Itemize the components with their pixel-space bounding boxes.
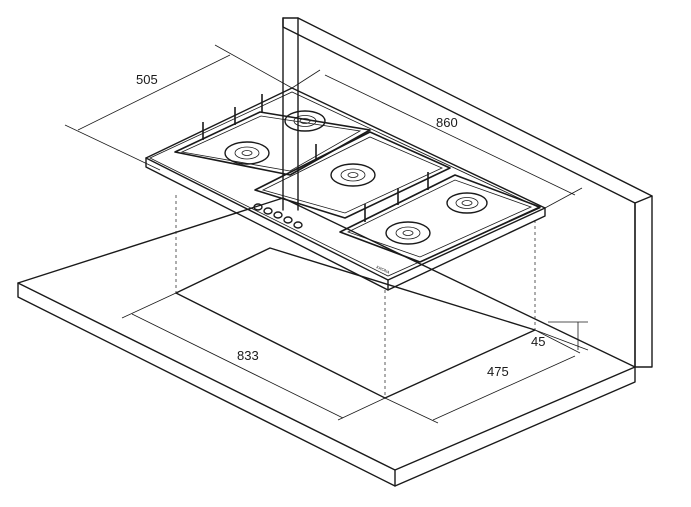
burner-center <box>330 163 376 187</box>
control-knobs <box>253 203 303 229</box>
dimension-860: 860 <box>291 69 583 209</box>
burner-rear-right <box>446 192 488 214</box>
cutout-opening <box>175 195 536 399</box>
grate-fingers <box>202 94 429 222</box>
burner-front-right <box>385 221 431 245</box>
grate-left <box>174 111 371 176</box>
dimension-45: 45 <box>531 321 589 351</box>
dimension-label-wall-gap: 45 <box>531 334 545 349</box>
dimension-475: 475 <box>384 329 581 424</box>
brand-mark: KRONA <box>376 264 391 274</box>
burner-rear-left <box>284 110 326 132</box>
dimension-505: 505 <box>64 44 293 171</box>
back-wall <box>282 17 653 368</box>
grate-right <box>339 174 541 263</box>
dimension-label-cutout-depth: 475 <box>487 364 509 379</box>
hob: KRONA <box>145 87 546 291</box>
burner-front-left <box>224 141 270 165</box>
dimension-label-depth: 505 <box>136 72 158 87</box>
dimension-label-width: 860 <box>436 115 458 130</box>
countertop <box>17 197 636 487</box>
dimension-833: 833 <box>121 292 386 421</box>
dimension-label-cutout-width: 833 <box>237 348 259 363</box>
grate-center <box>254 131 451 219</box>
